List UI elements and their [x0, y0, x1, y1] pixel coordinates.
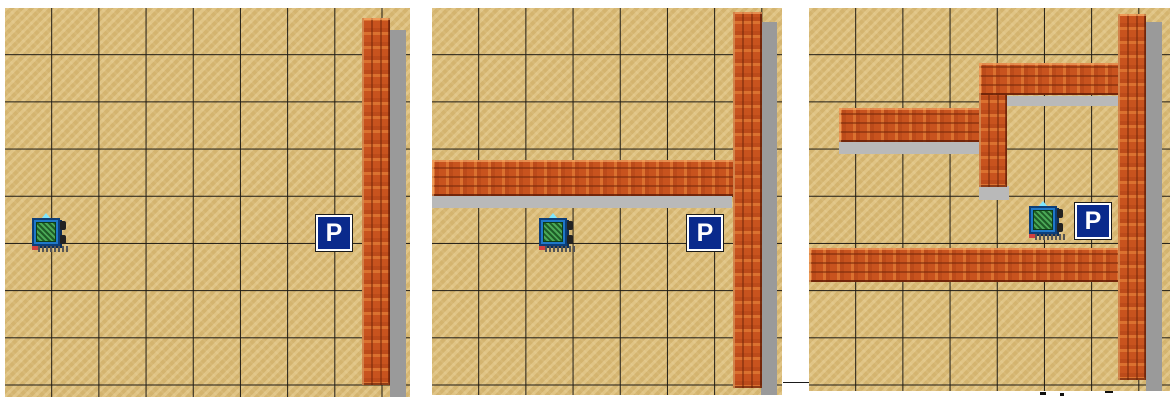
robot-shadow	[1035, 234, 1065, 240]
wall-vertical	[733, 12, 762, 388]
cursor-mark	[1040, 392, 1046, 395]
cursor-mark	[1105, 391, 1113, 393]
parking-label: P	[689, 217, 721, 249]
wall-shadow	[761, 22, 777, 395]
floor-grid	[5, 8, 410, 397]
robot-wheel	[60, 221, 66, 230]
robot-shadow	[38, 246, 68, 252]
parking-label: P	[1077, 205, 1109, 237]
wall-lower	[809, 248, 1145, 282]
robot-wheel	[60, 235, 66, 244]
parking-sign: P	[686, 214, 724, 252]
parking-label: P	[318, 217, 350, 249]
robot-wheel	[1057, 209, 1063, 218]
wall-shadow	[1004, 96, 1119, 106]
robot-icon[interactable]	[30, 212, 70, 254]
wall-shadow	[839, 142, 999, 154]
divider-line	[783, 382, 809, 383]
robot-wheel	[567, 221, 573, 230]
wall-right	[1118, 14, 1146, 380]
game-panel-1: P	[5, 8, 410, 397]
robot-icon[interactable]	[1027, 200, 1067, 242]
robot-screen	[543, 222, 563, 242]
robot-wheel	[567, 235, 573, 244]
robot-screen	[36, 222, 56, 242]
wall-horizontal	[432, 160, 762, 196]
robot-icon[interactable]	[537, 212, 577, 254]
wall-shadow	[979, 186, 1009, 200]
game-panel-2: P	[432, 8, 782, 395]
parking-sign: P	[315, 214, 353, 252]
wall-shadow	[1146, 22, 1162, 391]
wall-shadow	[432, 196, 732, 208]
wall-right	[362, 18, 390, 385]
cursor-mark	[1060, 393, 1064, 396]
robot-shadow	[545, 246, 575, 252]
game-panel-3: P	[809, 8, 1170, 391]
robot-screen	[1033, 210, 1053, 230]
parking-sign: P	[1074, 202, 1112, 240]
robot-wheel	[1057, 223, 1063, 232]
wall-shadow	[390, 30, 406, 397]
